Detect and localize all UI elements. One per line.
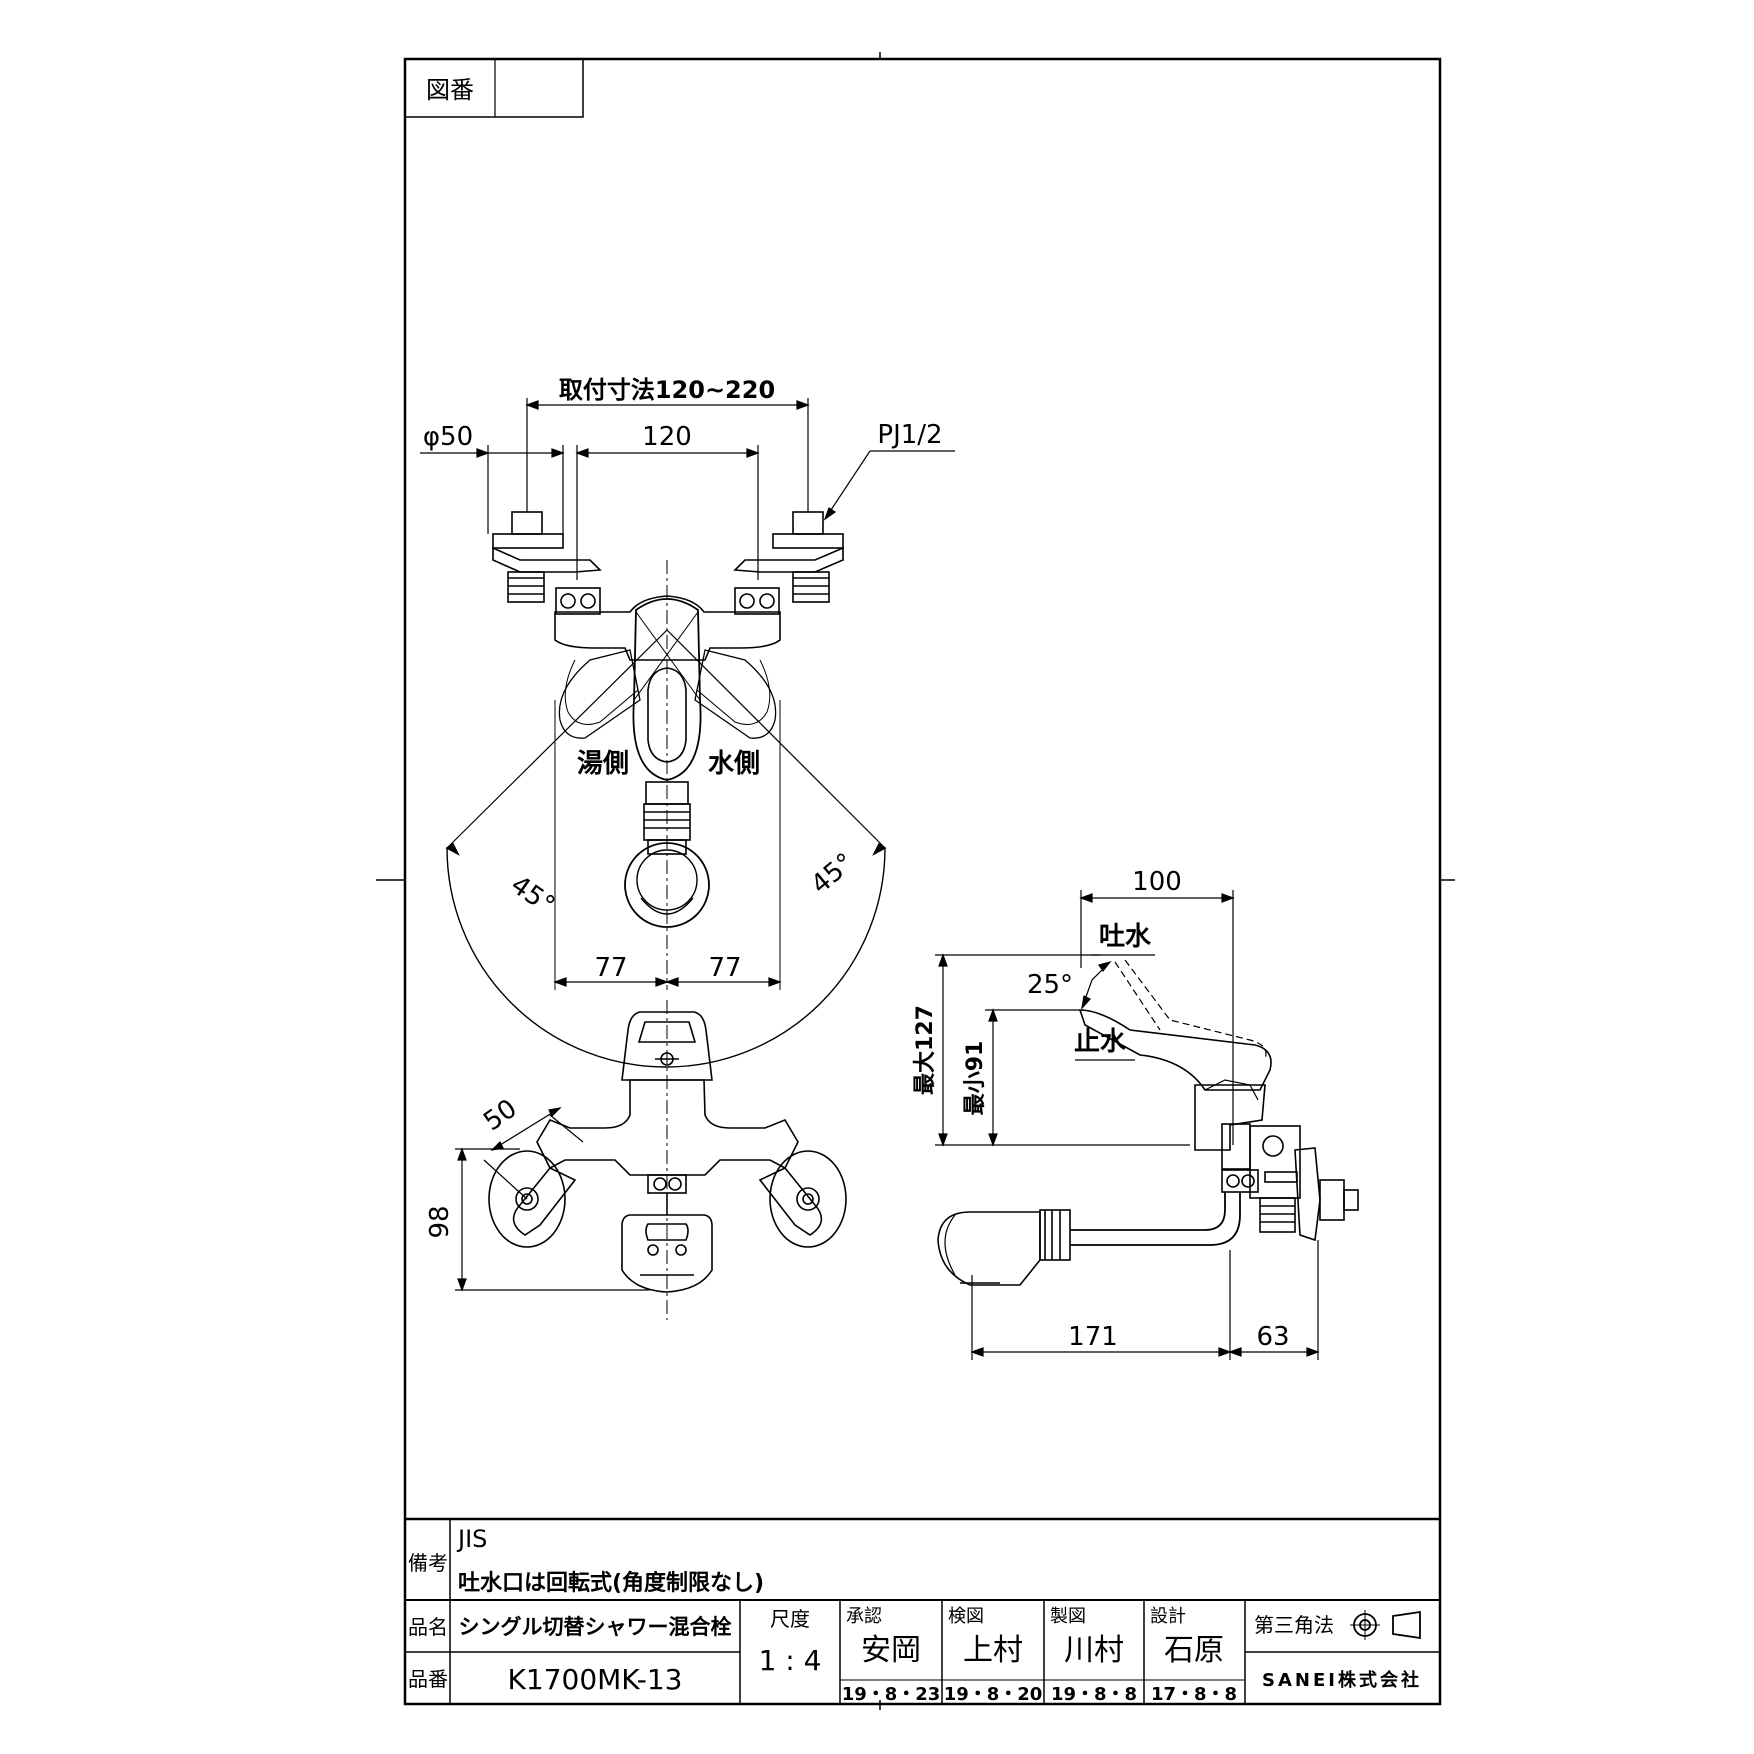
dim-wall-offset: 63 — [1256, 1322, 1289, 1352]
dim-spout-depth: 100 — [1132, 867, 1182, 897]
dim-leg-offset: 50 — [478, 1094, 522, 1138]
approval-date: 19・8・23 — [842, 1684, 941, 1705]
product-name: シングル切替シャワー混合栓 — [459, 1615, 732, 1639]
approval-label: 承認 — [846, 1606, 882, 1627]
label-spout-off: 止水 — [1074, 1027, 1127, 1057]
front-view-dimensions — [455, 1107, 650, 1292]
drawing-number-label: 図番 — [426, 76, 474, 104]
product-number: K1700MK-13 — [508, 1663, 683, 1696]
faucet-front-view — [488, 1000, 847, 1320]
drawn-name: 川村 — [1064, 1633, 1124, 1668]
dim-projection: 171 — [1068, 1322, 1118, 1352]
scale-label: 尺度 — [770, 1607, 810, 1631]
dim-pipe-thread: PJ1/2 — [877, 420, 942, 450]
remarks-line2: 吐水口は回転式(角度制限なし) — [458, 1570, 764, 1596]
design-name: 石原 — [1164, 1633, 1224, 1668]
faucet-top-view — [445, 511, 887, 1068]
projection-label: 第三角法 — [1254, 1613, 1334, 1637]
faucet-side-view — [937, 959, 1359, 1286]
label-hot-side: 湯側 — [577, 749, 629, 779]
dim-lever-angle: 25° — [1027, 970, 1073, 1000]
approval-name: 安岡 — [861, 1633, 921, 1668]
remarks-label: 備考 — [408, 1551, 448, 1575]
dim-pitch: 120 — [642, 422, 692, 452]
dim-diameter: φ50 — [423, 422, 473, 452]
title-block — [405, 1517, 1440, 1704]
dim-max-height: 最大127 — [913, 1005, 938, 1095]
dim-min-height: 最小91 — [963, 1041, 988, 1116]
dim-height-98: 98 — [425, 1205, 455, 1238]
design-date: 17・8・8 — [1151, 1684, 1237, 1705]
dim-mount-range: 取付寸法120~220 — [559, 376, 775, 404]
drawn-date: 19・8・8 — [1051, 1684, 1137, 1705]
product-number-label: 品番 — [408, 1667, 448, 1691]
check-label: 検図 — [948, 1606, 984, 1627]
label-cold-side: 水側 — [708, 749, 760, 779]
design-label: 設計 — [1150, 1606, 1186, 1627]
product-name-label: 品名 — [408, 1615, 448, 1639]
top-view-dimensions — [420, 398, 955, 987]
dim-angle-left: 45° — [505, 870, 560, 921]
remarks-line1: JIS — [456, 1525, 487, 1553]
drawn-label: 製図 — [1050, 1606, 1086, 1627]
drawing-frame — [403, 57, 1442, 1706]
third-angle-projection-icon — [1350, 1610, 1421, 1640]
dim-half-width-left: 77 — [594, 953, 627, 983]
check-date: 19・8・20 — [944, 1684, 1043, 1705]
dim-angle-right: 45° — [806, 848, 861, 901]
scale-value: 1 : 4 — [759, 1644, 822, 1677]
company-name: SANEI株式会社 — [1262, 1669, 1422, 1691]
dim-half-width-right: 77 — [708, 953, 741, 983]
drawing-number-box: 図番 — [404, 58, 584, 118]
check-name: 上村 — [963, 1633, 1023, 1668]
label-spout-on: 吐水 — [1099, 922, 1152, 952]
side-view-dimensions — [935, 890, 1320, 1360]
